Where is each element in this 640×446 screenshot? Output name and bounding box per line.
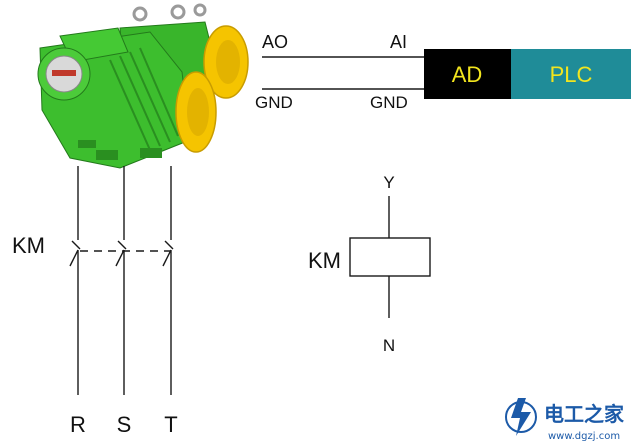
contactor-label: KM <box>12 233 45 258</box>
ad-block <box>424 49 511 99</box>
lightning-logo-icon <box>511 398 531 436</box>
contact-switch-blades <box>69 249 172 267</box>
phase-label-r: R <box>70 412 86 437</box>
gnd-right-label: GND <box>370 93 408 112</box>
coil-terminal-n: N <box>383 336 395 355</box>
ad-block-label: AD <box>452 62 483 87</box>
plc-block-label: PLC <box>550 62 593 87</box>
ao-label: AO <box>262 32 288 52</box>
gnd-left-label: GND <box>255 93 293 112</box>
coil-box <box>349 237 431 277</box>
watermark-url: www.dgzj.com <box>548 431 620 442</box>
coil-terminal-y: Y <box>383 173 394 192</box>
phase-label-t: T <box>164 412 177 437</box>
phase-label-s: S <box>117 412 132 437</box>
signal-wiring <box>262 56 424 90</box>
plc-block <box>511 49 631 99</box>
watermark: 电工之家 www.dgzj.com <box>505 398 625 442</box>
watermark-name: 电工之家 <box>544 402 625 426</box>
phase-wiring <box>71 166 174 395</box>
motor-illustration <box>37 3 249 169</box>
coil-label: KM <box>308 248 341 273</box>
ai-label: AI <box>390 32 407 52</box>
